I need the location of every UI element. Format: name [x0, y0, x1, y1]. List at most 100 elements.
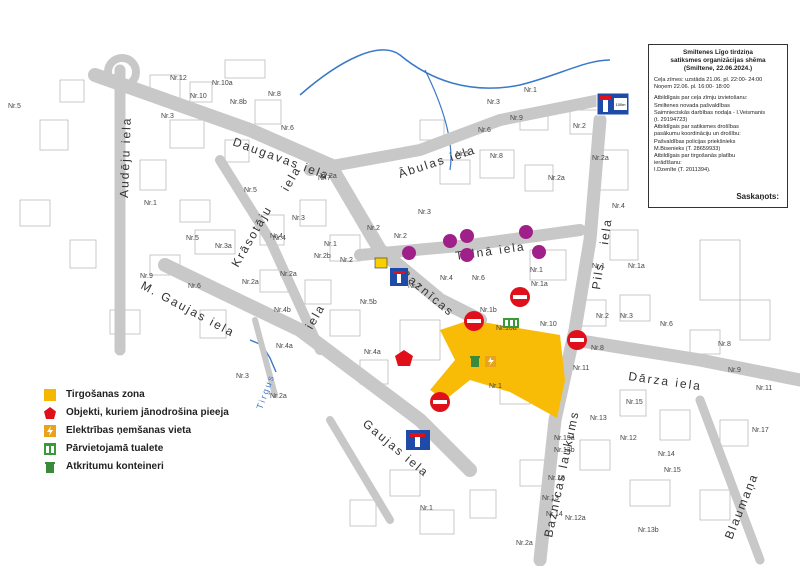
building-number: Nr.10a [212, 80, 233, 87]
lightning-icon [44, 425, 56, 437]
building-number: Nr.8b [230, 99, 247, 106]
building-number: Nr.12 [170, 75, 187, 82]
building-number: Nr.6 [472, 275, 485, 282]
restriction-sign [519, 225, 533, 239]
building-number: Nr.2a [270, 393, 287, 400]
no-entry-sign [430, 392, 450, 412]
building-number: Nr.1 [489, 383, 502, 390]
dead-end-distance: 100m [615, 102, 626, 107]
building-number: Nr.13b [554, 447, 575, 454]
restriction-sign [460, 248, 474, 262]
pentagon-icon [44, 407, 56, 419]
info-line: I.Dzenīte (T. 2011394). [654, 167, 711, 174]
street-baznicas-iela: iela [302, 301, 327, 331]
street-audeju: Audēju iela [117, 116, 134, 198]
no-entry-signs [430, 287, 587, 412]
building-number: Nr.6 [281, 125, 294, 132]
trade-zone-square-icon [44, 389, 56, 401]
info-line: pasākumu koordināciju un drošību: [654, 131, 741, 138]
river [299, 49, 611, 96]
info-line: Ceļa zīmes: uzstāda 21.06. pl. 22:00- 24… [654, 77, 763, 83]
building-number: Nr.4 [270, 233, 283, 240]
building-number: Nr.1b [480, 307, 497, 314]
building-number: Nr.2 [367, 225, 380, 232]
building-number: Nr.9 [140, 273, 153, 280]
info-signs: 100m [374, 92, 630, 450]
building-number: Nr.10a [496, 325, 517, 332]
building-number: Nr.12 [548, 475, 565, 482]
building-number: Nr.13b [638, 527, 659, 534]
trash-bin-icon [45, 462, 55, 473]
info-box: Smiltenes Līgo tirdziņa satiksmes organi… [648, 44, 788, 208]
stream [424, 69, 452, 171]
building-number: Nr.3 [292, 215, 305, 222]
street-pils: Pils [589, 261, 607, 290]
info-line: Pašvaldības policijas priekšnieks [654, 138, 736, 145]
building-number: Nr.9 [510, 115, 523, 122]
building-number: Nr.5 [8, 103, 21, 110]
info-line: Noņem 22.06. pl. 16:00- 18:00 [654, 84, 730, 91]
legend-label: Elektrības ņemšanas vieta [66, 425, 192, 436]
access-object-marker [395, 350, 413, 366]
info-line: (t. 29194723) [654, 117, 688, 124]
building-number: Nr.7 [318, 175, 331, 182]
trade-zone [430, 320, 565, 418]
building-number: Nr.2a [320, 173, 337, 180]
legend-label: Atkritumu konteineri [66, 461, 164, 472]
building-number: Nr.2b [314, 253, 331, 260]
dead-end-sign: 100m [596, 92, 630, 116]
building-number: Nr.13 [590, 415, 607, 422]
restriction-sign [460, 229, 474, 243]
building-number: Nr.2 [394, 233, 407, 240]
info-line: Atbildīgais par tirgošanās platību [654, 153, 736, 160]
title-line-3: (Smiltene, 22.06.2024.) [683, 65, 753, 72]
building-number: Nr.13 [542, 495, 559, 502]
building-number: Nr.2a [548, 175, 565, 182]
building-number: Nr.8 [591, 345, 604, 352]
building-number: Nr.2a [242, 279, 259, 286]
no-entry-sign [464, 311, 484, 331]
building-number: Nr.4b [274, 307, 291, 314]
detour-sign [390, 268, 408, 286]
toilet-icon [44, 443, 56, 455]
restriction-signs [402, 225, 546, 262]
building-number: Nr.4 [440, 275, 453, 282]
detour-sign [406, 430, 430, 450]
info-line: Atbildīgais par ceļa zīmju izvietošanu: [654, 95, 748, 102]
building-number: Nr.2a [516, 540, 533, 547]
legend-label: Tirgošanas zona [66, 389, 145, 400]
title-line-2: satiksmes organizācijas shēma [670, 57, 766, 64]
building-number: Nr.8 [490, 153, 503, 160]
building-number: Nr.11 [756, 385, 772, 392]
building-number: Nr.14 [658, 451, 675, 458]
road-network [88, 64, 800, 567]
electricity-point [485, 356, 496, 367]
building-number: Nr.1 [420, 505, 433, 512]
info-line: Smiltenes novada pašvaldības [654, 102, 730, 109]
toilet-marker [503, 318, 519, 328]
title-line-1: Smiltenes Līgo tirdziņa [683, 49, 753, 56]
building-number: Nr.1 [144, 200, 157, 207]
legend-label: Objekti, kuriem jānodrošina pieeja [66, 407, 229, 418]
building-number: Nr.3 [620, 313, 633, 320]
street-pils-iela: iela [597, 217, 615, 245]
building-number-layer: Nr.10aNr.12Nr.10Nr.8bNr.8Nr.6Nr.3Nr.5Nr.… [8, 75, 772, 547]
building-number: Nr.1 [324, 241, 337, 248]
building-number: Nr.6 [478, 127, 491, 134]
building-number: Nr.3a [215, 243, 232, 250]
building-number: Nr.5b [360, 299, 377, 306]
building-number: Nr.6 [188, 283, 201, 290]
building-number: Nr.2 [596, 313, 609, 320]
building-number: Nr.4a [276, 343, 293, 350]
building-number: Nr.4a [364, 349, 381, 356]
building-number: Nr.14 [546, 511, 563, 518]
building-number: Nr.15 [664, 467, 681, 474]
building-number: Nr.13a [554, 435, 575, 442]
building-number: Nr.4 [612, 203, 625, 210]
legend-label: Pārvietojamā tualete [66, 443, 164, 454]
building-number: Nr.7 [408, 283, 421, 290]
building-number: Nr.2 [340, 257, 353, 264]
building-number: Nr.11 [573, 365, 589, 372]
